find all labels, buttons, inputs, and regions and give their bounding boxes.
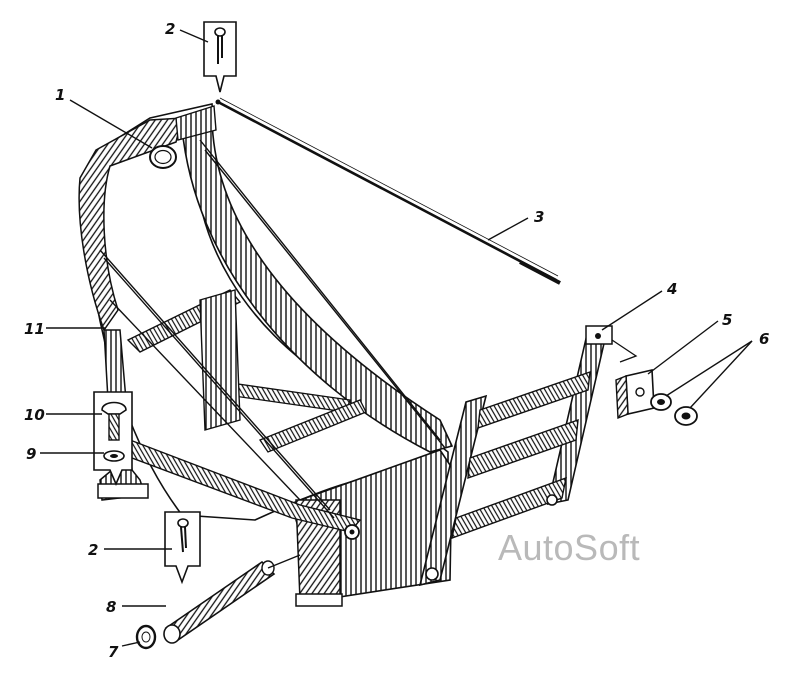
flap-bottom-pivot bbox=[425, 567, 439, 581]
pivot-hole bbox=[349, 529, 355, 535]
flap-hinge-pin bbox=[595, 333, 601, 339]
watermark: AutoSoft bbox=[498, 527, 640, 568]
frame-left-foot bbox=[97, 483, 149, 499]
housing-frame bbox=[78, 103, 454, 607]
frame-top-bracket bbox=[175, 105, 217, 141]
rod-end bbox=[215, 99, 221, 105]
flap-bar-1 bbox=[477, 370, 591, 430]
tie-rod-diagonal-2b bbox=[103, 257, 335, 519]
tie-rods bbox=[99, 139, 446, 519]
rod-thread bbox=[519, 260, 561, 285]
leader-2-top bbox=[179, 29, 209, 43]
rod-highlight bbox=[219, 97, 559, 277]
callout-2-bottom: 2 bbox=[88, 541, 98, 559]
callout-7: 7 bbox=[108, 643, 119, 661]
bracket-plate bbox=[615, 369, 655, 420]
inset-cotter-pin-bottom bbox=[164, 511, 201, 585]
tie-rod-diagonal-1b bbox=[204, 149, 446, 449]
callout-11: 11 bbox=[24, 320, 45, 338]
callout-labels: 1 2 2 3 4 5 6 7 8 9 10 11 bbox=[24, 20, 769, 661]
tie-rod-diagonal-3 bbox=[109, 299, 301, 501]
nut-2-hole bbox=[681, 412, 691, 420]
leader-6a bbox=[665, 340, 753, 397]
flap-left-rail bbox=[418, 394, 488, 587]
nut-1-hole bbox=[657, 399, 665, 405]
callout-9: 9 bbox=[26, 445, 36, 463]
leader-3 bbox=[487, 217, 529, 241]
inset-bolt-washer bbox=[93, 391, 133, 487]
callout-5: 5 bbox=[722, 311, 732, 329]
callout-10: 10 bbox=[24, 406, 45, 424]
nuts bbox=[650, 393, 698, 426]
inset-cotter-pin-top bbox=[203, 21, 237, 93]
washer bbox=[135, 624, 157, 650]
callout-2-top: 2 bbox=[165, 20, 175, 38]
flap-bar-2 bbox=[467, 418, 579, 480]
leader-7 bbox=[121, 641, 141, 647]
tie-rod-diagonal-1 bbox=[199, 139, 441, 441]
central-plate bbox=[199, 289, 241, 431]
hinge-pin bbox=[163, 554, 301, 644]
callout-3: 3 bbox=[534, 208, 544, 226]
tie-rod-diagonal-2 bbox=[99, 249, 331, 511]
callout-6: 6 bbox=[759, 330, 769, 348]
rod-assembly bbox=[215, 97, 561, 285]
rod bbox=[217, 100, 557, 282]
leader-lines bbox=[40, 29, 753, 647]
callout-8: 8 bbox=[106, 598, 116, 616]
flap-link bbox=[611, 339, 638, 363]
leader-4 bbox=[601, 290, 663, 331]
cross-member-lower bbox=[259, 399, 367, 453]
flap-right-pivot bbox=[546, 494, 558, 506]
callout-1: 1 bbox=[55, 86, 65, 104]
frame-right-foot bbox=[295, 593, 343, 607]
frame-hole-inner bbox=[154, 149, 172, 165]
leader-5 bbox=[647, 320, 719, 375]
frame-outer-rim bbox=[78, 117, 183, 332]
leader-1 bbox=[69, 99, 153, 149]
leader-6b bbox=[689, 340, 753, 409]
flap-bar-3 bbox=[451, 476, 567, 540]
hinged-frame bbox=[418, 324, 638, 587]
flap-right-rail bbox=[546, 324, 610, 506]
callout-4: 4 bbox=[666, 280, 677, 298]
